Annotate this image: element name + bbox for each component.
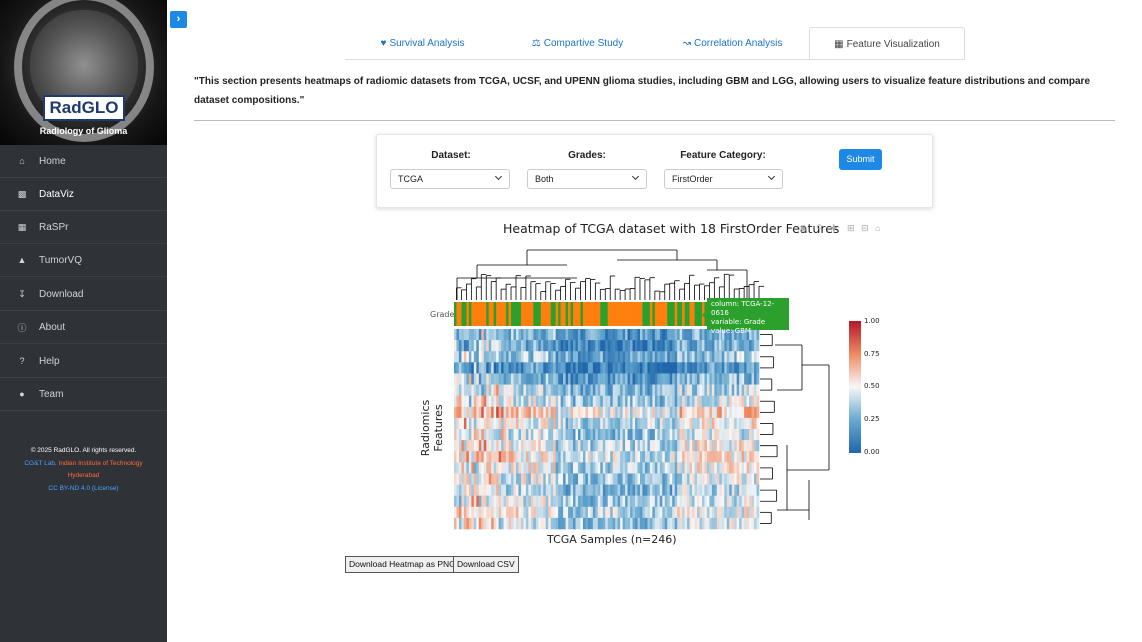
grades-label: Grades: xyxy=(568,150,606,161)
tooltip-column: column: TCGA-12-0616 xyxy=(711,300,775,317)
sidebar-item-about[interactable]: ⓘ About xyxy=(0,311,167,344)
area-chart-icon: ▲ xyxy=(17,255,27,265)
heatmap-plot[interactable]: Heatmap of TCGA dataset with 18 FirstOrd… xyxy=(417,220,892,550)
table-icon: ▦ xyxy=(834,38,844,50)
y-axis-label: Radiomics Features xyxy=(419,399,445,457)
tab-correlation-analysis[interactable]: ↝ Correlation Analysis xyxy=(655,27,810,60)
zoom-out-icon[interactable]: ⊟ xyxy=(861,223,869,233)
sidebar-item-label: Help xyxy=(39,355,60,367)
line-chart-icon: ↝ xyxy=(682,38,691,49)
feature-category-select-value: FirstOrder xyxy=(672,174,713,184)
tab-survival-analysis[interactable]: ♥ Survival Analysis xyxy=(345,27,500,60)
column-dendrogram xyxy=(456,249,764,300)
sidebar-item-label: About xyxy=(39,321,66,333)
sidebar-item-label: Home xyxy=(39,155,66,167)
zoom-in-icon[interactable]: ⊞ xyxy=(847,223,855,233)
tab-label: Survival Analysis xyxy=(389,38,465,49)
institute-link[interactable]: Indian Institute of Technology xyxy=(58,459,143,467)
feature-category-select[interactable]: FirstOrder xyxy=(664,169,783,189)
users-icon: ● xyxy=(19,389,25,399)
chevron-down-icon xyxy=(631,172,640,181)
tab-label: Correlation Analysis xyxy=(694,38,783,49)
zoom-icon[interactable]: ⚲ xyxy=(816,223,823,233)
colorbar-tick: 0.50 xyxy=(864,382,880,390)
heatmap-graphic[interactable] xyxy=(417,220,892,550)
home-icon: ⌂ xyxy=(19,156,25,166)
copyright-text: © 2025 RadGLO. All rights reserved. xyxy=(30,447,137,454)
logo-subtitle: Radiology of Glioma xyxy=(39,126,128,136)
horizontal-rule xyxy=(194,120,1115,121)
row-dendrogram xyxy=(760,334,830,524)
colorbar-tick: 0.00 xyxy=(864,448,880,456)
section-description: "This section presents heatmaps of radio… xyxy=(194,76,1091,106)
tab-feature-visualization[interactable]: ▦ Feature Visualization xyxy=(809,27,965,60)
sidebar-item-label: Download xyxy=(39,288,84,300)
chevron-down-icon xyxy=(494,172,503,181)
tab-divider xyxy=(345,59,965,60)
grades-select[interactable]: Both xyxy=(527,169,647,189)
submit-button[interactable]: Submit xyxy=(839,149,882,170)
colorbar-tick: 0.75 xyxy=(864,350,880,358)
tooltip-variable: variable: Grade xyxy=(711,318,766,326)
download-png-button[interactable]: Download Heatmap as PNG xyxy=(345,556,460,573)
institute-link-line2[interactable]: Hyderabad xyxy=(67,472,100,479)
sidebar-item-dataviz[interactable]: ▩ DataViz xyxy=(0,178,167,211)
sidebar-item-label: TumorVQ xyxy=(39,254,82,266)
tab-label: Compartive Study xyxy=(543,38,624,49)
colorbar-tick: 0.25 xyxy=(864,415,880,423)
sidebar-item-team[interactable]: ● Team xyxy=(0,378,167,411)
reset-home-icon[interactable]: ⌂ xyxy=(875,223,881,233)
feature-category-label: Feature Category: xyxy=(680,150,766,161)
image-icon: ▦ xyxy=(17,221,27,232)
heatmap-title: Heatmap of TCGA dataset with 18 FirstOrd… xyxy=(503,221,840,236)
app-logo: RadGLO Radiology of Glioma xyxy=(0,0,167,145)
x-axis-label: TCGA Samples (n=246) xyxy=(547,533,677,546)
balance-scale-icon: ⚖ xyxy=(531,38,541,49)
sidebar-item-label: DataViz xyxy=(39,188,74,200)
sidebar-item-help[interactable]: ? Help xyxy=(0,345,167,378)
heatmap-cells xyxy=(454,329,760,530)
chevron-down-icon xyxy=(767,172,776,181)
pan-icon[interactable]: ✚ xyxy=(830,223,838,233)
sidebar-item-home[interactable]: ⌂ Home xyxy=(0,145,167,178)
tab-label: Feature Visualization xyxy=(846,38,940,50)
sidebar-item-raspr[interactable]: ▦ RaSPr xyxy=(0,211,167,244)
license-link[interactable]: CC BY-ND 4.0 (License) xyxy=(48,484,119,492)
sidebar-item-download[interactable]: ↧ Download xyxy=(0,278,167,311)
mri-scan-image xyxy=(14,0,154,142)
sidebar-toggle-button[interactable]: › xyxy=(170,11,187,28)
logo-text: RadGLO xyxy=(43,95,125,121)
dataset-select[interactable]: TCGA xyxy=(390,169,510,189)
sidebar-footer: © 2025 RadGLO. All rights reserved. CG&T… xyxy=(0,445,167,495)
filter-panel: Dataset: TCGA Grades: Both Feature Categ… xyxy=(376,134,933,208)
info-icon: ⓘ xyxy=(17,322,27,333)
chevron-right-icon: › xyxy=(176,13,181,25)
tooltip-value: value: GBM xyxy=(711,327,751,335)
grades-select-value: Both xyxy=(535,174,554,184)
lab-link[interactable]: CG&T Lab, xyxy=(24,459,57,467)
dataset-select-value: TCGA xyxy=(398,174,424,184)
download-csv-button[interactable]: Download CSV xyxy=(453,556,519,573)
download-icon: ↧ xyxy=(18,288,26,299)
heart-pulse-icon: ♥ xyxy=(380,38,387,49)
colorbar xyxy=(849,321,861,453)
dataset-label: Dataset: xyxy=(431,150,471,161)
question-icon: ? xyxy=(19,356,25,366)
hover-tooltip: column: TCGA-12-0616 variable: Grade val… xyxy=(702,298,789,335)
sidebar: RadGLO Radiology of Glioma ⌂ Home ▩ Data… xyxy=(0,0,167,642)
sidebar-item-label: RaSPr xyxy=(39,221,69,233)
bar-chart-icon: ▩ xyxy=(17,188,27,199)
colorbar-tick: 1.00 xyxy=(864,317,880,325)
sidebar-item-tumorvq[interactable]: ▲ TumorVQ xyxy=(0,244,167,277)
camera-icon[interactable]: ◉ xyxy=(799,223,807,233)
sidebar-item-label: Team xyxy=(39,388,64,400)
tab-compartive-study[interactable]: ⚖ Compartive Study xyxy=(500,27,655,60)
grade-row-label: Grade xyxy=(430,310,455,319)
